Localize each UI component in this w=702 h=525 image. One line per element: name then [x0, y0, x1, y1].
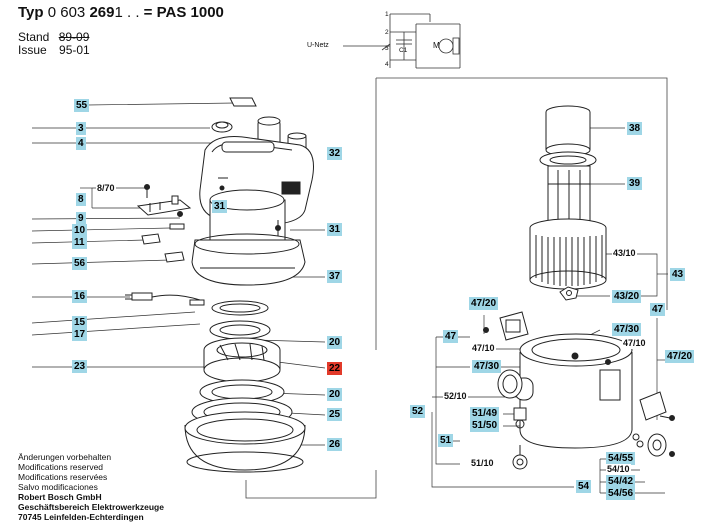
- callout-16: 16: [72, 290, 88, 303]
- callout-47-right: 47: [650, 303, 666, 316]
- callout-26: 26: [327, 438, 343, 451]
- label-54-10: 54/10: [606, 464, 631, 475]
- schematic-capacitor-label: C1: [399, 47, 408, 54]
- callout-3: 3: [76, 122, 86, 135]
- callout-39: 39: [627, 177, 643, 190]
- company-line: 70745 Leinfelden-Echterdingen: [18, 512, 144, 522]
- callout-20-upper: 20: [327, 336, 343, 349]
- callout-54: 54: [576, 480, 592, 493]
- company-line: Robert Bosch GmbH: [18, 492, 102, 502]
- issue-value: 95-01: [59, 43, 90, 57]
- schematic-input-label: U-Netz: [307, 42, 329, 49]
- company-line: Geschäftsbereich Elektrowerkzeuge: [18, 502, 164, 512]
- page-title: Typ 0 603 2691 . . = PAS 1000: [18, 4, 224, 21]
- callout-43: 43: [670, 268, 686, 281]
- part-label-11: [141, 233, 161, 245]
- issue-label: Issue: [18, 43, 47, 57]
- callout-47-30-right: 47/30: [612, 323, 642, 336]
- part-latch-47-right: [639, 391, 675, 421]
- callout-20-lower: 20: [327, 388, 343, 401]
- label-51-10: 51/10: [470, 458, 495, 469]
- callout-47-20-right: 47/20: [665, 350, 695, 363]
- callout-52: 52: [410, 405, 426, 418]
- note-line: Salvo modificaciones: [18, 482, 98, 492]
- callout-25: 25: [327, 408, 343, 421]
- part-filter-cartridge-38: [539, 105, 597, 169]
- callout-38: 38: [627, 122, 643, 135]
- label-43-10: 43/10: [612, 248, 637, 259]
- callout-51-50: 51/50: [470, 419, 500, 432]
- part-cable-16: [125, 292, 205, 306]
- schematic-terminal-3: 3: [385, 45, 389, 52]
- schematic-terminal-4: 4: [385, 61, 389, 68]
- part-fan-22: [203, 337, 281, 383]
- part-motor-37: [191, 189, 306, 286]
- note-line: Änderungen vorbehalten: [18, 452, 112, 462]
- part-latch-47: [483, 311, 529, 341]
- label-47-10-right: 47/10: [622, 338, 647, 349]
- part-filter-cage-39: [547, 165, 591, 225]
- callout-51: 51: [438, 434, 454, 447]
- issue-row: Issue 95-01: [18, 43, 90, 57]
- callout-31-left: 31: [212, 200, 228, 213]
- callout-54-55: 54/55: [606, 452, 636, 465]
- part-wheel-54: [632, 433, 675, 457]
- note-line: Modifications reserved: [18, 462, 104, 472]
- typ-label: Typ: [18, 4, 44, 21]
- part-filter-43: [529, 218, 607, 290]
- callout-54-56: 54/56: [606, 487, 636, 500]
- stand-row: Stand 89-09: [18, 30, 89, 44]
- callout-8: 8: [76, 193, 86, 206]
- part-screws-9-10: [169, 211, 185, 230]
- model-name: PAS 1000: [156, 4, 224, 21]
- part-number-bold: 269: [89, 4, 115, 21]
- part-base-26: [184, 411, 306, 473]
- callout-54-42: 54/42: [606, 475, 636, 488]
- stand-value: 89-09: [58, 30, 90, 44]
- part-cover-plate-55: [229, 97, 257, 107]
- part-number-suffix: 1 . .: [114, 4, 140, 21]
- callout-22-highlighted: 22: [327, 362, 343, 375]
- wiring-schematic: [343, 13, 461, 69]
- equals-sign: =: [143, 4, 153, 21]
- callout-47-left: 47: [443, 330, 459, 343]
- callout-31-right: 31: [327, 223, 343, 236]
- callout-51-49: 51/49: [470, 407, 500, 420]
- callout-9: 9: [76, 212, 86, 225]
- part-container-52: [497, 333, 633, 449]
- callout-4: 4: [76, 137, 86, 150]
- callout-10: 10: [72, 224, 88, 237]
- schematic-terminal-2: 2: [385, 29, 389, 36]
- schematic-terminal-1: 1: [385, 11, 389, 18]
- part-seal-rings: [209, 300, 271, 340]
- label-52-10: 52/10: [443, 391, 468, 402]
- callout-17: 17: [72, 328, 88, 341]
- part-number-prefix: 0 603: [47, 4, 86, 21]
- callout-55: 55: [74, 99, 90, 112]
- callout-11: 11: [72, 236, 87, 249]
- label-47-10-left: 47/10: [471, 343, 496, 354]
- leader-lines-left: [31, 102, 326, 446]
- callout-47-20-left: 47/20: [469, 297, 499, 310]
- part-nut-43-20: [559, 286, 579, 301]
- part-label-56: [164, 251, 185, 263]
- label-8-70: 8/70: [96, 183, 116, 194]
- callout-23: 23: [72, 360, 88, 373]
- callout-15: 15: [72, 316, 88, 329]
- schematic-motor-label: M: [433, 41, 440, 50]
- callout-32: 32: [327, 147, 343, 160]
- part-ring-3: [211, 121, 233, 133]
- callout-43-20: 43/20: [612, 290, 642, 303]
- callout-56: 56: [72, 257, 88, 270]
- callout-47-30-left: 47/30: [472, 360, 502, 373]
- stand-label: Stand: [18, 30, 50, 44]
- frame-lines: [245, 77, 668, 499]
- part-castor-51: [512, 407, 528, 470]
- part-switch-8: [136, 184, 192, 216]
- callout-37: 37: [327, 270, 343, 283]
- notes-block: Änderungen vorbehalten Modifications res…: [18, 452, 164, 522]
- note-line: Modifications reservées: [18, 472, 108, 482]
